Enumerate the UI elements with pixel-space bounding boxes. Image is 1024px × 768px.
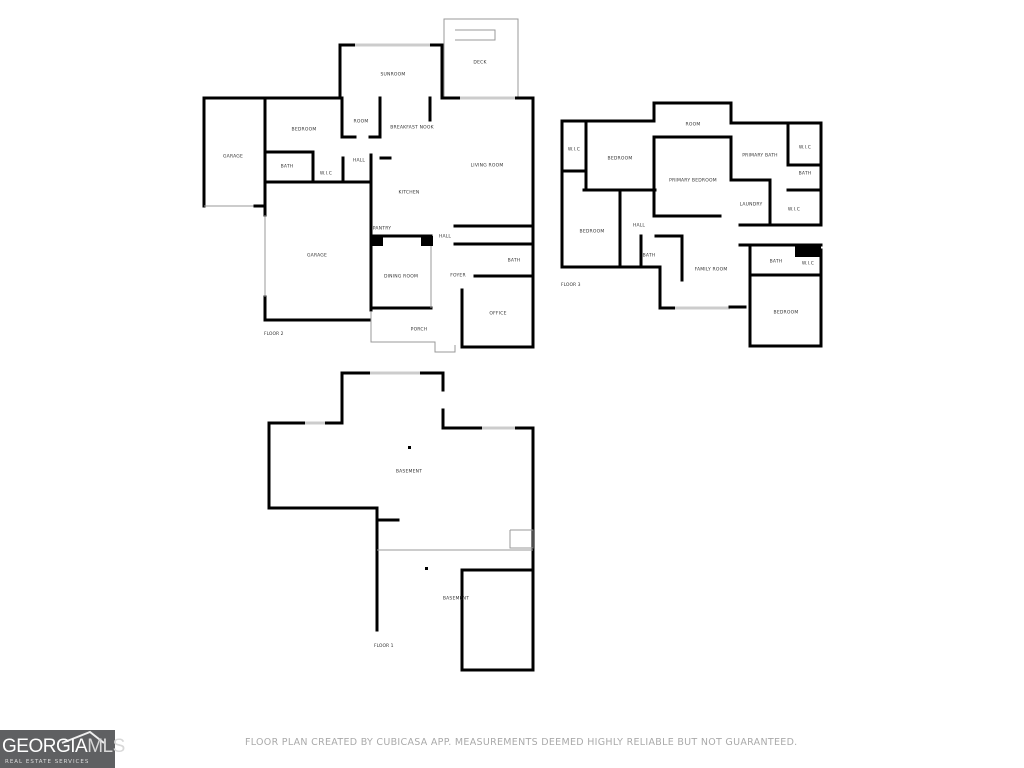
georgia-mls-logo: GEORGIAMLS REAL ESTATE SERVICES [0, 730, 125, 768]
room-label: BEDROOM [579, 229, 605, 235]
room-label: BATH [769, 259, 783, 265]
room-label: HALL [352, 158, 366, 164]
room-label: BATH [280, 164, 294, 170]
room-label: BATH [507, 258, 521, 264]
disclaimer-text: FLOOR PLAN CREATED BY CUBICASA APP. MEAS… [245, 737, 798, 748]
room-label: W.I.C [787, 207, 801, 213]
room-label: W.I.C [319, 171, 333, 177]
room-label: ROOM [685, 122, 701, 128]
room-label: OFFICE [489, 311, 507, 317]
logo-subtext: REAL ESTATE SERVICES [5, 759, 90, 765]
room-label: HALL [632, 223, 646, 229]
room-label: W.I.C [798, 145, 812, 151]
room-label: W.I.C [801, 261, 815, 267]
room-label: FAMILY ROOM [694, 267, 728, 273]
floor-1-walls [267, 371, 535, 672]
room-label: KITCHEN [398, 190, 420, 196]
room-label: DECK [473, 60, 487, 66]
room-label: BREAKFAST NOOK [390, 125, 434, 131]
room-label: FOYER [450, 273, 466, 279]
floor-2-walls [202, 18, 535, 353]
room-label: W.I.C [567, 147, 581, 153]
room-label: DINING ROOM [383, 274, 419, 280]
room-label: LIVING ROOM [470, 163, 504, 169]
room-label: ROOM [353, 119, 369, 125]
room-label: BEDROOM [607, 156, 633, 162]
room-label: PRIMARY BEDROOM [669, 178, 717, 184]
room-label: BEDROOM [291, 127, 317, 133]
floor-3-label: FLOOR 3 [561, 283, 581, 288]
room-label: PANTRY [372, 226, 392, 232]
roof-icon [61, 730, 105, 744]
room-label: GARAGE [222, 154, 244, 160]
room-label: LAUNDRY [739, 202, 763, 208]
room-label: HALL [438, 234, 452, 240]
floor-1-label: FLOOR 1 [374, 644, 394, 649]
room-label: SUNROOM [380, 72, 406, 78]
room-label: BATH [642, 253, 656, 259]
room-label: BASEMENT [395, 469, 423, 475]
room-label: PRIMARY BATH [742, 153, 778, 159]
logo-text: GEORGIAMLS [2, 736, 125, 757]
room-label: BATH [798, 171, 812, 177]
room-label: BEDROOM [773, 310, 799, 316]
floor-2-label: FLOOR 2 [264, 332, 284, 337]
room-label: GARAGE [306, 253, 328, 259]
room-label: BASEMENT [442, 596, 470, 602]
room-label: PORCH [410, 327, 428, 333]
floor-3-walls [560, 101, 823, 348]
